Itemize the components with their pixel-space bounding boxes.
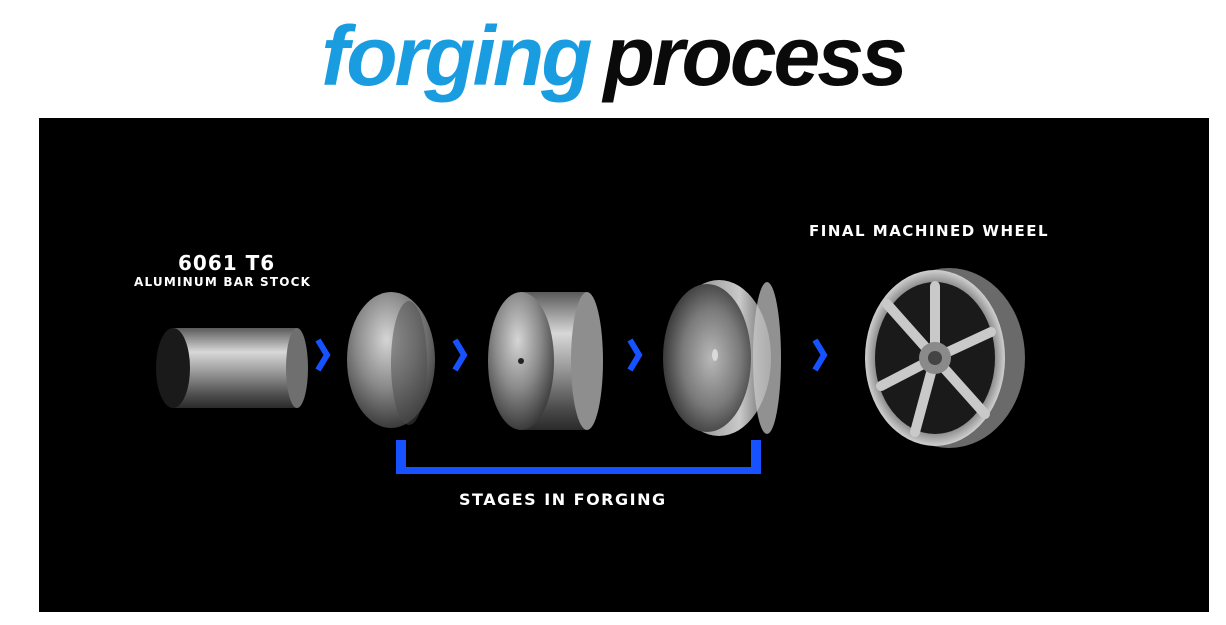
process-diagram-panel: 6061 T6 ALUMINUM BAR STOCK FINAL MACHINE… bbox=[39, 118, 1209, 612]
forging-stage-2-disc bbox=[488, 292, 603, 430]
chevron-right-icon bbox=[627, 338, 643, 372]
final-wheel-label: FINAL MACHINED WHEEL bbox=[809, 222, 1050, 240]
chevron-right-icon bbox=[812, 338, 828, 372]
forging-stage-1-disc bbox=[347, 292, 435, 428]
title-word-forging: forging bbox=[321, 9, 592, 103]
machined-wheel bbox=[865, 268, 1025, 448]
bar-stock-cylinder bbox=[156, 328, 308, 408]
stock-spec-label: 6061 T6 bbox=[178, 251, 276, 275]
chevron-right-icon bbox=[315, 338, 331, 372]
stages-label: STAGES IN FORGING bbox=[459, 490, 667, 509]
title-word-process: process bbox=[603, 9, 908, 103]
stock-desc-label: ALUMINUM BAR STOCK bbox=[134, 275, 312, 289]
forging-stage-3-bowl bbox=[663, 280, 781, 436]
stages-bracket bbox=[396, 440, 761, 474]
chevron-right-icon bbox=[452, 338, 468, 372]
